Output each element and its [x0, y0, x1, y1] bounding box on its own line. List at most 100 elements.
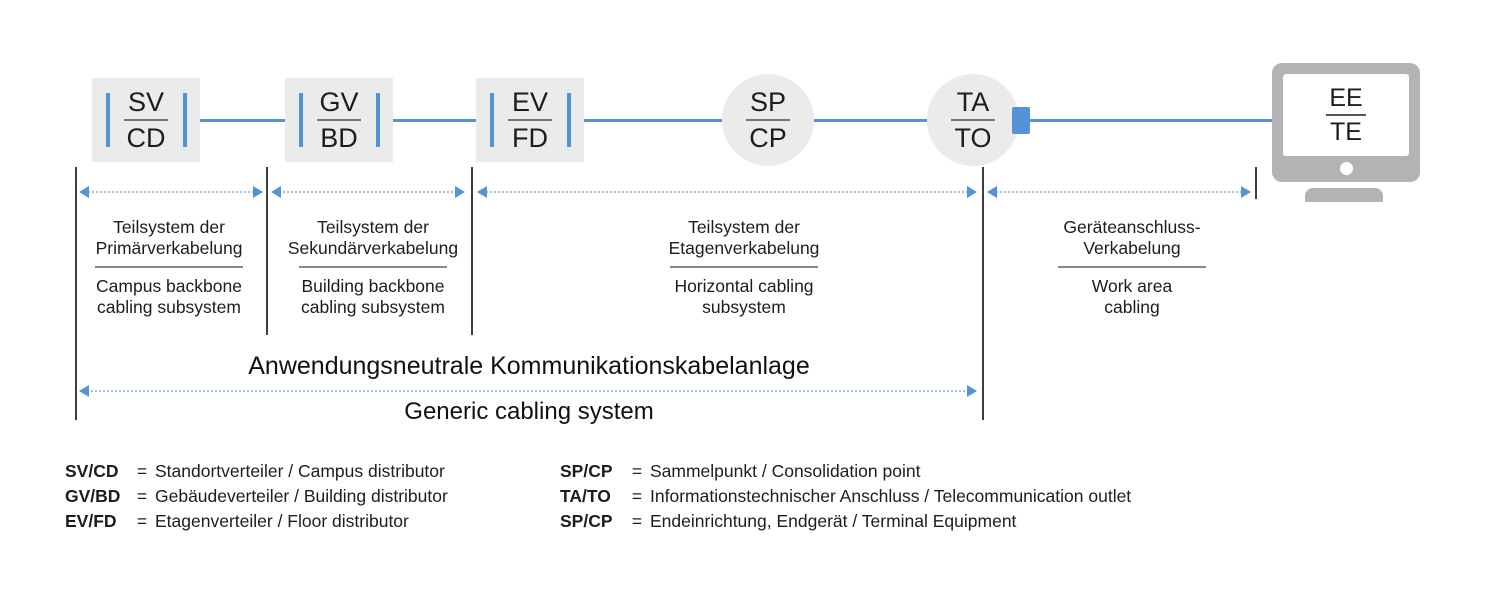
arrowhead-right-icon	[1241, 186, 1251, 198]
patch-tick-icon	[299, 93, 303, 147]
separator-line	[1255, 167, 1257, 199]
arrowhead-left-icon	[987, 186, 997, 198]
legend-row: SP/CP = Endeinrichtung, Endgerät / Termi…	[560, 509, 1131, 534]
arrowhead-right-icon	[455, 186, 465, 198]
legend-equals: =	[631, 486, 643, 506]
arrowhead-left-icon	[477, 186, 487, 198]
node-divider	[124, 119, 168, 121]
separator-line	[471, 167, 473, 335]
section-label-divider	[1058, 266, 1206, 268]
node-label-de: GV	[319, 87, 359, 117]
patch-tick-icon	[376, 93, 380, 147]
legend-left-column: SV/CD = Standortverteiler / Campus distr…	[65, 459, 448, 534]
node-divider	[1326, 114, 1366, 116]
generic-span-title-en: Generic cabling system	[404, 398, 654, 425]
legend-row: GV/BD = Gebäudeverteiler / Building dist…	[65, 484, 448, 509]
node-label-en: TO	[954, 123, 992, 153]
legend-description: Endeinrichtung, Endgerät / Terminal Equi…	[650, 511, 1017, 531]
node-floor-distributor: EV FD	[476, 78, 584, 162]
legend-term: EV/FD	[65, 511, 117, 531]
legend-term: GV/BD	[65, 486, 121, 506]
node-divider	[317, 119, 361, 121]
legend-description: Standortverteiler / Campus distributor	[155, 461, 445, 481]
section-label-primary: Teilsystem der Primärverkabelung Campus …	[59, 217, 279, 318]
legend-equals: =	[631, 461, 643, 481]
legend-description: Sammelpunkt / Consolidation point	[650, 461, 921, 481]
node-label-de: TA	[956, 87, 990, 117]
node-consolidation-point: SP CP	[722, 74, 814, 166]
node-telecom-outlet: TA TO	[927, 74, 1019, 166]
cable-segment-gv-ev	[378, 119, 495, 122]
cable-segment-ev-sp	[570, 119, 725, 122]
section-label-workarea: Geräteanschluss- Verkabelung Work area c…	[1022, 217, 1242, 318]
legend-description: Etagenverteiler / Floor distributor	[155, 511, 409, 531]
cable-segment-sp-ta	[812, 119, 928, 122]
legend-term: SV/CD	[65, 461, 119, 481]
legend-row: EV/FD = Etagenverteiler / Floor distribu…	[65, 509, 448, 534]
legend-equals: =	[136, 511, 148, 531]
monitor-icon: EE TE	[1272, 63, 1420, 182]
cable-segment-sv-gv	[184, 119, 304, 122]
extent-arrow-secondary	[271, 186, 465, 198]
cable-segment-ta-ee	[1030, 119, 1274, 122]
section-label-en: Work area cabling	[1091, 276, 1173, 317]
section-label-divider	[95, 266, 243, 268]
node-label-en: CP	[749, 123, 787, 153]
patch-tick-icon	[183, 93, 187, 147]
generic-span-title-de: Anwendungsneutrale Kommunikationskabelan…	[248, 352, 810, 380]
node-label-de: SP	[749, 87, 787, 117]
arrowhead-left-icon	[79, 186, 89, 198]
legend-description: Gebäudeverteiler / Building distributor	[155, 486, 448, 506]
separator-line	[982, 167, 984, 420]
section-label-secondary: Teilsystem der Sekundärverkabelung Build…	[263, 217, 483, 318]
node-divider	[951, 119, 995, 121]
monitor-camera-dot	[1339, 162, 1353, 175]
outlet-connector-icon	[1012, 107, 1030, 134]
node-label-en: TE	[1330, 118, 1362, 146]
node-divider	[746, 119, 790, 121]
legend-term: TA/TO	[560, 486, 611, 506]
node-campus-distributor: SV CD	[92, 78, 200, 162]
section-label-en: Building backbone cabling subsystem	[301, 276, 445, 317]
extent-arrow-horizontal	[477, 186, 977, 198]
extent-arrow-workarea	[987, 186, 1251, 198]
arrowhead-left-icon	[271, 186, 281, 198]
legend-row: TA/TO = Informationstechnischer Anschlus…	[560, 484, 1131, 509]
legend-right-column: SP/CP = Sammelpunkt / Consolidation poin…	[560, 459, 1131, 534]
node-label-de: SV	[127, 87, 165, 117]
arrowhead-right-icon	[967, 385, 977, 397]
section-label-divider	[670, 266, 818, 268]
legend-equals: =	[136, 461, 148, 481]
extent-arrow-generic	[79, 385, 977, 397]
legend-description: Informationstechnischer Anschluss / Tele…	[650, 486, 1132, 506]
node-label-en: CD	[126, 123, 166, 153]
legend-row: SV/CD = Standortverteiler / Campus distr…	[65, 459, 448, 484]
node-label-en: BD	[320, 123, 358, 153]
monitor-stand	[1305, 188, 1383, 202]
node-divider	[508, 119, 552, 121]
legend-equals: =	[631, 511, 643, 531]
node-label-en: FD	[512, 123, 548, 153]
legend-row: SP/CP = Sammelpunkt / Consolidation poin…	[560, 459, 1131, 484]
section-label-de: Teilsystem der Primärverkabelung	[95, 217, 243, 258]
arrowhead-right-icon	[967, 186, 977, 198]
separator-line	[266, 167, 268, 335]
section-label-divider	[299, 266, 447, 268]
node-building-distributor: GV BD	[285, 78, 393, 162]
section-label-de: Teilsystem der Sekundärverkabelung	[287, 217, 459, 258]
section-label-de: Teilsystem der Etagenverkabelung	[668, 217, 820, 258]
patch-tick-icon	[106, 93, 110, 147]
separator-line	[75, 167, 77, 420]
legend-term: SP/CP	[560, 461, 613, 481]
legend-equals: =	[136, 486, 148, 506]
section-label-en: Horizontal cabling subsystem	[674, 276, 814, 317]
node-label-de: EV	[511, 87, 549, 117]
patch-tick-icon	[567, 93, 571, 147]
arrowhead-left-icon	[79, 385, 89, 397]
arrowhead-right-icon	[253, 186, 263, 198]
node-label-de: EE	[1329, 84, 1363, 112]
section-label-horizontal: Teilsystem der Etagenverkabelung Horizon…	[604, 217, 884, 318]
section-label-en: Campus backbone cabling subsystem	[96, 276, 242, 317]
monitor-screen: EE TE	[1283, 74, 1409, 156]
